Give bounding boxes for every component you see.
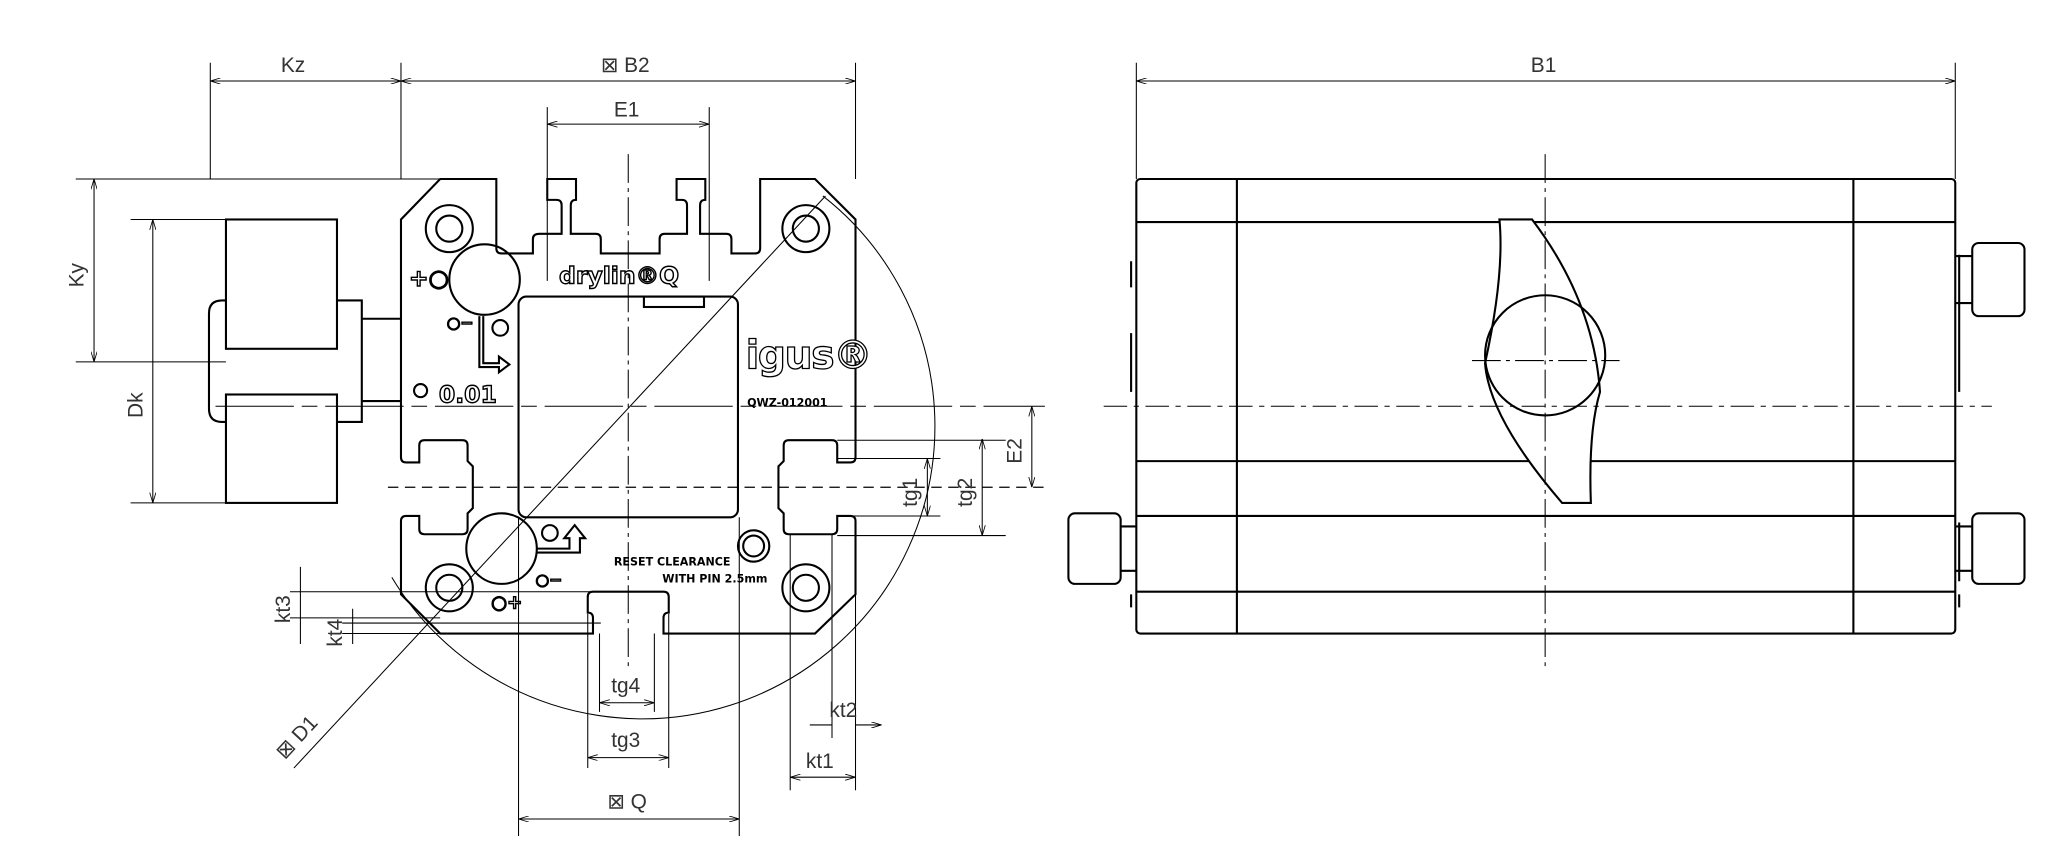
minus-marker: ○−	[447, 313, 474, 332]
adjust-screw-bottom	[465, 512, 538, 585]
igus-logo: igus®	[746, 333, 871, 378]
plus-marker: +○	[409, 264, 449, 292]
dim-tg2: tg2	[954, 478, 977, 507]
dim-kt3: kt3	[272, 595, 295, 623]
dim-kt2: kt2	[829, 699, 857, 722]
serial-number: QWZ-012001	[747, 396, 827, 409]
adjust-screw-top	[448, 243, 521, 316]
minus-marker-bottom: ○−	[536, 570, 563, 589]
side-knobs	[1067, 241, 2026, 585]
adjust-knobs	[207, 218, 401, 504]
dimensions-front: Kz ⊠ B2 E1 Ky Dk E2 tg1 tg2 kt3 kt4 tg4 …	[66, 54, 1032, 836]
locking-lever	[1484, 218, 1602, 504]
dim-tg4: tg4	[611, 674, 640, 697]
dim-e2: E2	[1003, 438, 1026, 464]
dim-q: ⊠ Q	[607, 791, 647, 814]
dim-tg3: tg3	[611, 729, 640, 752]
product-label: drylin®Q	[559, 261, 679, 289]
dim-kt1: kt1	[806, 750, 834, 773]
d1-circle	[391, 195, 936, 720]
dim-dk: Dk	[124, 392, 147, 418]
arrow-icon	[478, 316, 512, 375]
dim-e1: E1	[614, 98, 640, 121]
plate-outline	[399, 177, 857, 635]
dim-ky: Ky	[66, 262, 89, 287]
dim-tg1: tg1	[899, 478, 922, 507]
dim-kt4: kt4	[324, 619, 347, 647]
side-view: B1	[1067, 54, 2026, 667]
dim-kz: Kz	[281, 54, 305, 77]
reset-label: RESET CLEARANCE	[614, 556, 731, 569]
reset-pin-hole	[736, 529, 771, 563]
dim-d1: ⊠ D1	[272, 711, 323, 763]
dim-b1: B1	[1531, 54, 1557, 77]
clearance-value: 0.01	[439, 380, 497, 408]
arrow-icon	[536, 523, 588, 554]
dim-b2: ⊠ B2	[601, 54, 650, 77]
plus-marker-bottom: ○+	[491, 593, 522, 614]
reset-pin-label: WITH PIN 2.5mm	[662, 573, 767, 586]
front-view: drylin®Q +○ ○− 0.01 igus® QWZ-012001 ○− …	[207, 154, 1045, 769]
